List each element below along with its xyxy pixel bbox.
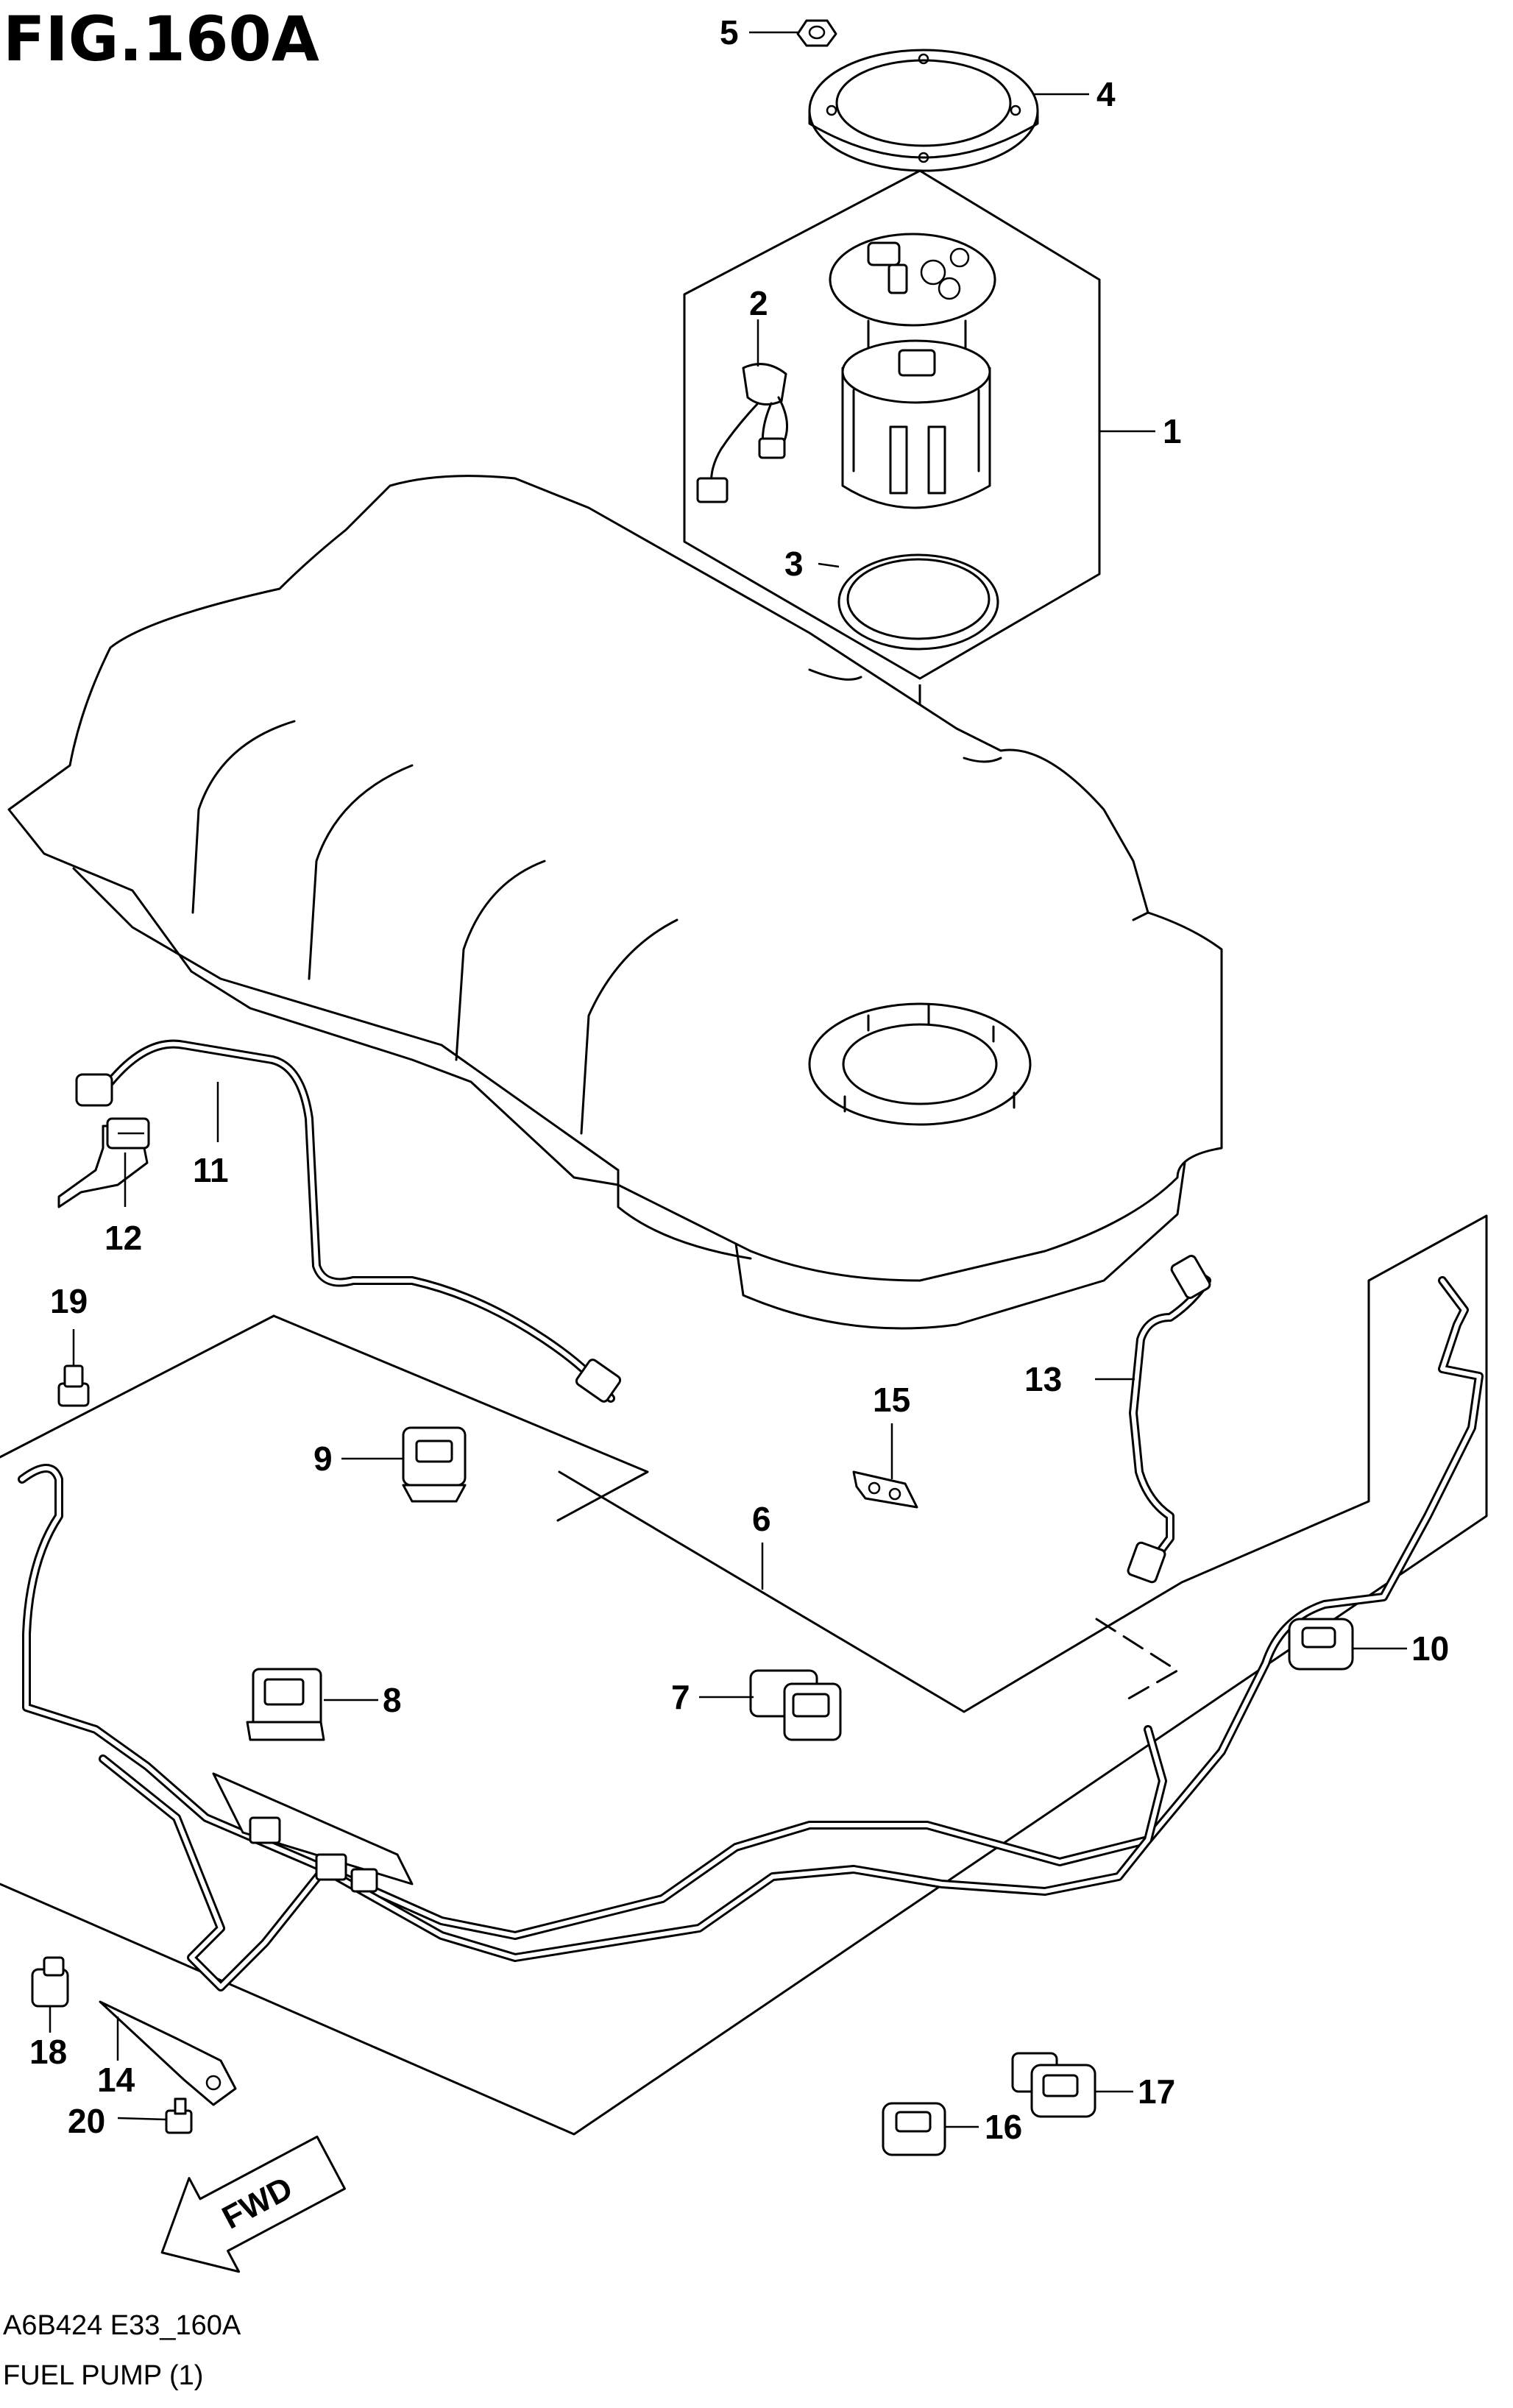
- callout-15: 15: [873, 1381, 910, 1419]
- part-12-hose-clip: [57, 1117, 150, 1208]
- part-18-clip: [31, 1956, 69, 2008]
- part-1-assembly-frame: [683, 169, 1101, 680]
- callout-18: 18: [29, 2033, 67, 2071]
- figure-title: FIG.160A: [3, 3, 319, 75]
- part-5-nut: [796, 19, 837, 47]
- part-17-clamp: [1011, 2052, 1096, 2118]
- part-1-fuel-pump-module: [829, 233, 996, 509]
- part-3-gasket: [837, 553, 999, 651]
- callout-17: 17: [1138, 2072, 1175, 2111]
- part-11-fuel-hose: [75, 1039, 622, 1403]
- callout-9: 9: [313, 1440, 333, 1478]
- callout-14: 14: [97, 2061, 135, 2099]
- part-15-pipe-clip: [852, 1470, 918, 1509]
- callout-12: 12: [104, 1219, 142, 1257]
- part-20-bolt: [165, 2097, 193, 2134]
- callout-2: 2: [749, 284, 768, 322]
- callout-19: 19: [50, 1282, 88, 1320]
- fuel-tank: [7, 475, 1223, 1330]
- callout-4: 4: [1096, 75, 1116, 113]
- callout-20: 20: [68, 2102, 105, 2140]
- callout-3: 3: [784, 545, 804, 583]
- callout-13: 13: [1024, 1360, 1062, 1398]
- callout-5: 5: [720, 13, 739, 52]
- part-19-clip: [57, 1364, 90, 1407]
- part-8-clamp: [246, 1668, 325, 1741]
- callout-1: 1: [1163, 412, 1182, 450]
- callout-7: 7: [671, 1678, 690, 1716]
- part-4-retainer-ring: [808, 49, 1039, 172]
- callout-11: 11: [193, 1151, 229, 1189]
- callout-6: 6: [752, 1500, 771, 1538]
- callout-labels: 5 4 2 1 3 11 12 19 9 15 13 6 10 8 7 18 1…: [29, 13, 1449, 2146]
- figure-caption: FUEL PUMP (1): [3, 2360, 203, 2391]
- part-6-fuel-pipe: [18, 1276, 1484, 1991]
- part-14-bracket: [99, 2000, 237, 2106]
- part-13-fuel-hose: [1127, 1255, 1211, 1584]
- part-6-pipe-assembly-frame: [0, 1214, 1488, 2136]
- part-9-clamp: [402, 1426, 467, 1503]
- part-2-wire-harness: [696, 363, 788, 503]
- callout-10: 10: [1411, 1629, 1449, 1668]
- drawing-code: A6B424 E33_160A: [3, 2310, 241, 2341]
- fwd-direction-arrow: FWD: [160, 2135, 346, 2273]
- part-16-clamp: [882, 2102, 946, 2156]
- part-7-clamp: [749, 1669, 842, 1741]
- callout-16: 16: [985, 2108, 1022, 2146]
- part-10-clamp: [1288, 1618, 1354, 1671]
- leader-lines: [49, 31, 1407, 2128]
- callout-8: 8: [383, 1681, 402, 1719]
